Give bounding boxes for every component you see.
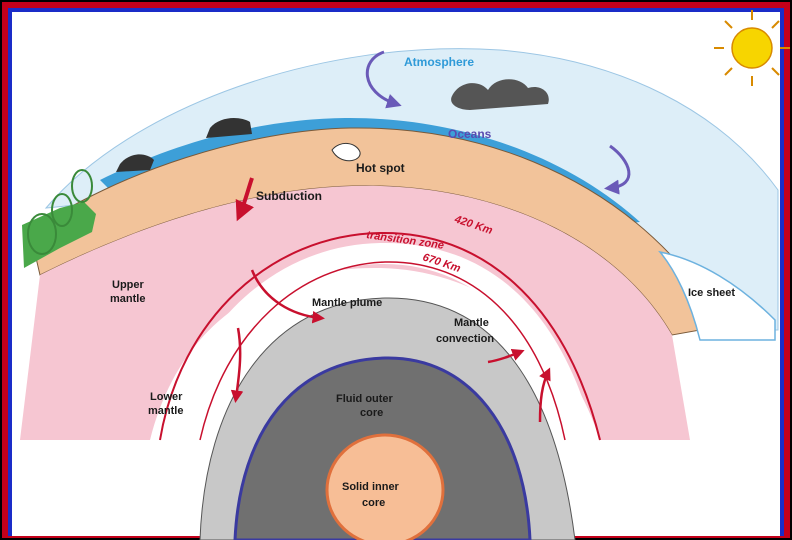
label-lower-mantle-line2: mantle: [148, 405, 183, 417]
label-fluid-outer-core-line2: core: [360, 407, 383, 419]
label-mantle-convection-line1: Mantle: [454, 317, 489, 329]
label-ice-sheet: Ice sheet: [688, 287, 735, 299]
label-upper-mantle-line2: mantle: [110, 293, 145, 305]
label-oceans: Oceans: [448, 127, 492, 141]
label-solid-inner-core-line2: core: [362, 497, 385, 509]
label-atmosphere: Atmosphere: [404, 55, 474, 69]
label-mantle-plume: Mantle plume: [312, 297, 382, 309]
label-lower-mantle-line1: Lower: [150, 391, 183, 403]
label-mantle-convection-line2: convection: [436, 333, 494, 345]
label-upper-mantle-line1: Upper: [112, 279, 145, 291]
label-subduction: Subduction: [256, 189, 322, 203]
label-hot-spot: Hot spot: [356, 161, 405, 175]
label-solid-inner-core-line1: Solid inner: [342, 481, 400, 493]
label-fluid-outer-core-line1: Fluid outer: [336, 393, 394, 405]
